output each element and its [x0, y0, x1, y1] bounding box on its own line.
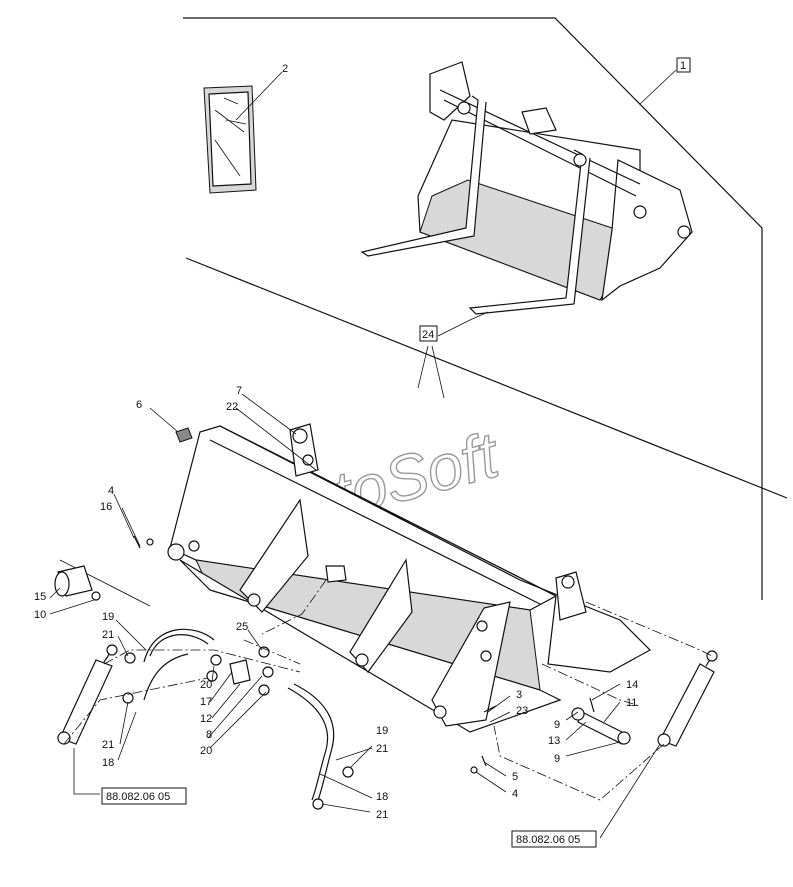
- manual-booklet: [203, 85, 257, 194]
- assembly-box-1: 1: [676, 57, 691, 73]
- hydraulic-hoses: [143, 628, 354, 810]
- assembly-guide-lines: [63, 601, 713, 801]
- callout-10: 10: [34, 609, 46, 621]
- callout-19-left: 19: [102, 611, 114, 623]
- callout-18-right: 18: [376, 791, 388, 803]
- reference-box-left: 88.082.06 05: [101, 787, 187, 805]
- callout-13: 13: [548, 735, 560, 747]
- callout-18-left: 18: [102, 757, 114, 769]
- callout-5: 5: [512, 771, 518, 783]
- assembly-box-1-label: 1: [680, 60, 686, 72]
- group-box-24-label: 24: [422, 329, 434, 341]
- reference-label-left: 88.082.06 05: [106, 791, 170, 803]
- frame-lines: [59, 17, 788, 607]
- callout-14: 14: [626, 679, 638, 691]
- callout-17: 17: [200, 696, 212, 708]
- callout-4-right: 4: [512, 788, 518, 800]
- callout-7: 7: [236, 385, 242, 397]
- callout-22: 22: [226, 401, 238, 413]
- callout-3: 3: [516, 689, 522, 701]
- pivot-pin-parts: [54, 535, 154, 601]
- callout-21-top-left: 21: [102, 629, 114, 641]
- bucket-body: [167, 423, 651, 733]
- callout-21-bottom: 21: [376, 809, 388, 821]
- left-hydraulic-cylinder: [57, 644, 136, 745]
- pallet-fork-frame: [360, 61, 693, 315]
- callout-20-upper: 20: [200, 679, 212, 691]
- reference-box-right: 88.082.06 05: [511, 830, 597, 848]
- callout-15: 15: [34, 591, 46, 603]
- right-hydraulic-cylinder: [657, 650, 718, 747]
- callout-25: 25: [236, 621, 248, 633]
- reference-label-right: 88.082.06 05: [516, 834, 580, 846]
- callout-9-upper: 9: [554, 719, 560, 731]
- callout-9-lower: 9: [554, 753, 560, 765]
- group-box-24: 24: [419, 325, 438, 342]
- callout-12: 12: [200, 713, 212, 725]
- leader-lines: [49, 69, 677, 839]
- right-pin-assembly: [470, 697, 631, 774]
- callout-19-right: 19: [376, 725, 388, 737]
- callout-6: 6: [136, 399, 142, 411]
- callout-8: 8: [206, 729, 212, 741]
- callout-16: 16: [100, 501, 112, 513]
- callout-4-left: 4: [108, 485, 114, 497]
- callout-21-bottom-left: 21: [102, 739, 114, 751]
- callout-11: 11: [626, 697, 637, 709]
- callout-23: 23: [516, 705, 528, 717]
- callout-21-mid: 21: [376, 743, 388, 755]
- callout-2: 2: [282, 63, 288, 75]
- callout-numbers: 2 7 22 6 4 16 15 10 19 21 25 20 17 12 8 …: [34, 63, 638, 821]
- callout-20-lower: 20: [200, 745, 212, 757]
